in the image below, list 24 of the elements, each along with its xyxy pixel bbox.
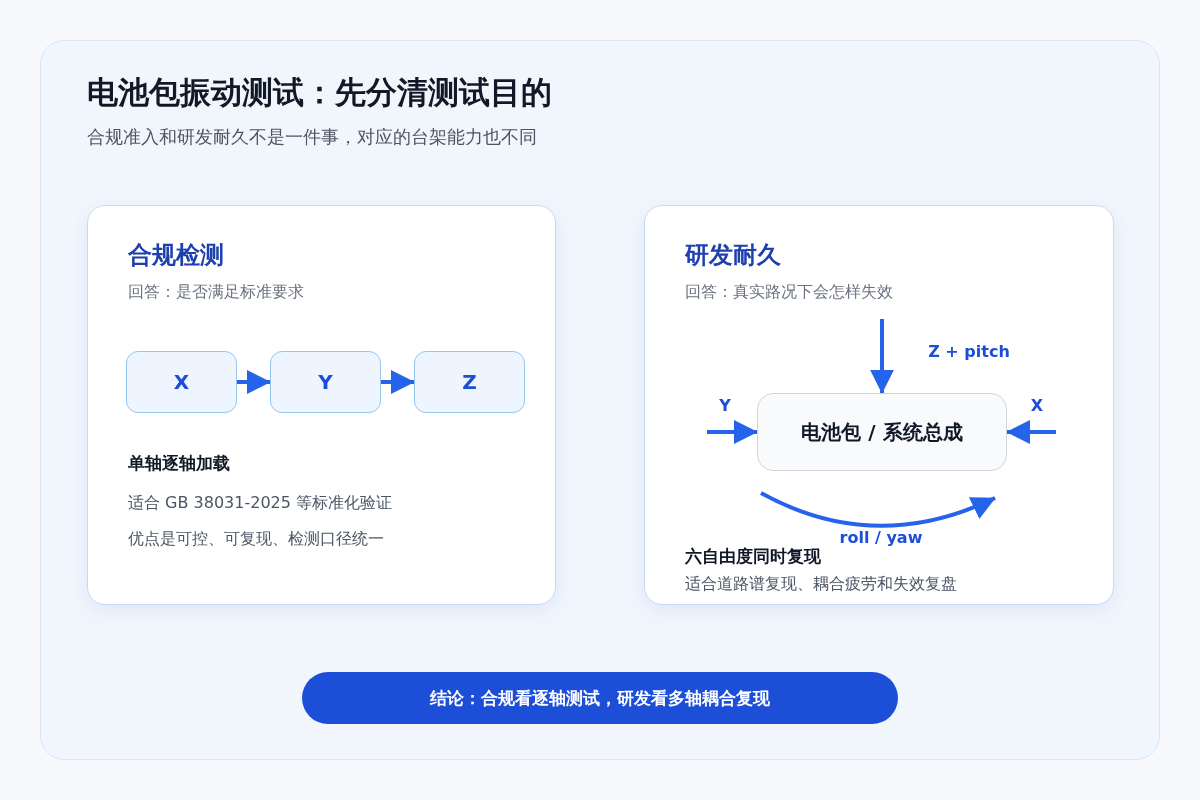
info-card xyxy=(87,205,556,605)
description-text: 适合 GB 38031-2025 等标准化验证 xyxy=(128,493,393,514)
method-heading: 六自由度同时复现 xyxy=(685,545,821,568)
info-card xyxy=(644,205,1114,605)
card-heading: 研发耐久 xyxy=(685,240,781,271)
arrow xyxy=(381,370,415,394)
question-text: 回答：是否满足标准要求 xyxy=(128,282,304,303)
description-text: 优点是可控、可复现、检测口径统一 xyxy=(128,529,384,550)
rotation-label: roll / yaw xyxy=(838,527,924,547)
description-text: 适合道路谱复现、耦合疲劳和失效复盘 xyxy=(685,574,957,595)
arrow xyxy=(237,370,271,394)
title-text: 电池包振动测试：先分清测试目的 xyxy=(87,73,552,112)
axis-box: Y xyxy=(270,351,381,413)
axis-box: X xyxy=(126,351,237,413)
arrow xyxy=(1006,420,1056,444)
subtitle-text: 合规准入和研发耐久不是一件事，对应的台架能力也不同 xyxy=(87,125,537,149)
arrow xyxy=(707,420,758,444)
battery-pack-box: 电池包 / 系统总成 xyxy=(757,393,1007,471)
arrow xyxy=(870,319,894,394)
card-heading: 合规检测 xyxy=(128,240,224,271)
axis-box: Z xyxy=(414,351,525,413)
method-heading: 单轴逐轴加载 xyxy=(128,452,230,475)
conclusion-banner: 结论：合规看逐轴测试，研发看多轴耦合复现 xyxy=(302,672,898,724)
question-text: 回答：真实路况下会怎样失效 xyxy=(685,282,893,303)
